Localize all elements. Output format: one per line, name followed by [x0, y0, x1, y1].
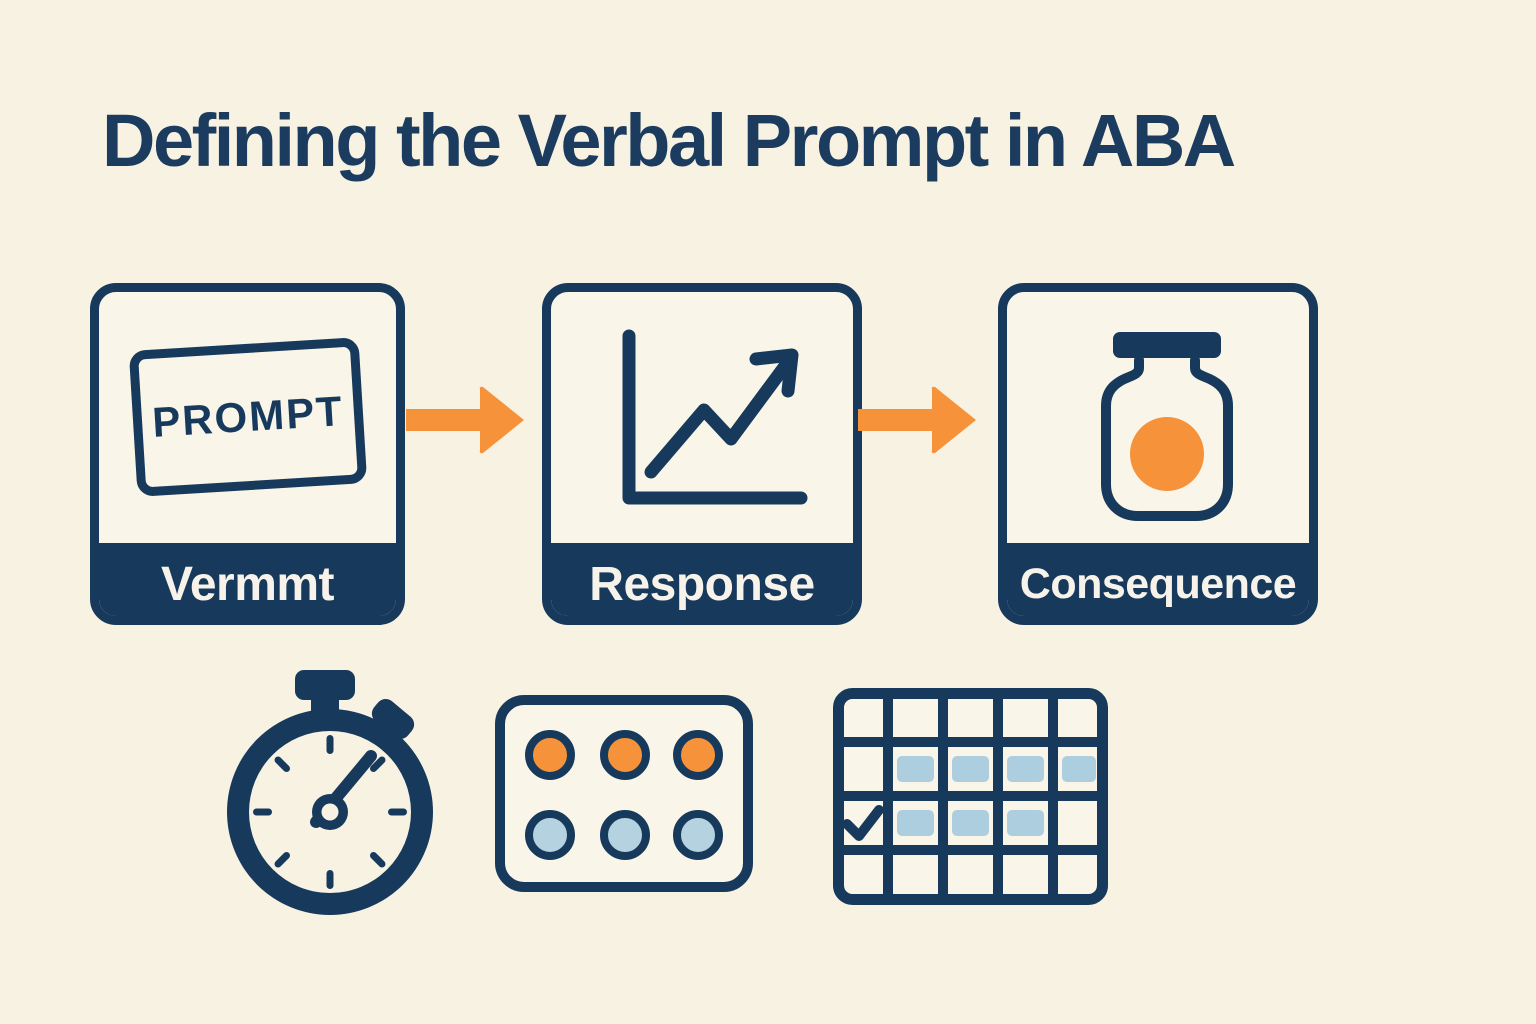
right-arrow-icon [858, 386, 976, 454]
flow-card-prompt: PROMPT Vermmt [90, 283, 405, 625]
jar-lid [1113, 332, 1221, 358]
stopwatch-icon [227, 670, 433, 915]
card-label-prompt: Vermmt [99, 543, 396, 616]
flow-card-consequence: Consequence [998, 283, 1318, 625]
line-chart-icon [622, 329, 808, 505]
prompt-card-text: PROMPT [150, 387, 346, 446]
token-board-icon [495, 695, 753, 892]
flow-card-response: Response [542, 283, 862, 625]
prompt-card-icon: PROMPT [128, 337, 368, 497]
calendar-grid-icon [833, 688, 1108, 905]
jar-token [1130, 417, 1204, 491]
card-label-response: Response [551, 543, 853, 616]
card-label-text: Vermmt [160, 557, 335, 611]
card-label-consequence: Consequence [1007, 543, 1309, 616]
checkmark-icon [842, 805, 884, 841]
right-arrow-icon [406, 386, 524, 454]
reward-jar-icon [1101, 332, 1233, 521]
card-label-text: Consequence [1019, 559, 1297, 608]
card-label-text: Response [589, 557, 815, 611]
page-title: Defining the Verbal Prompt in ABA [102, 99, 1236, 182]
